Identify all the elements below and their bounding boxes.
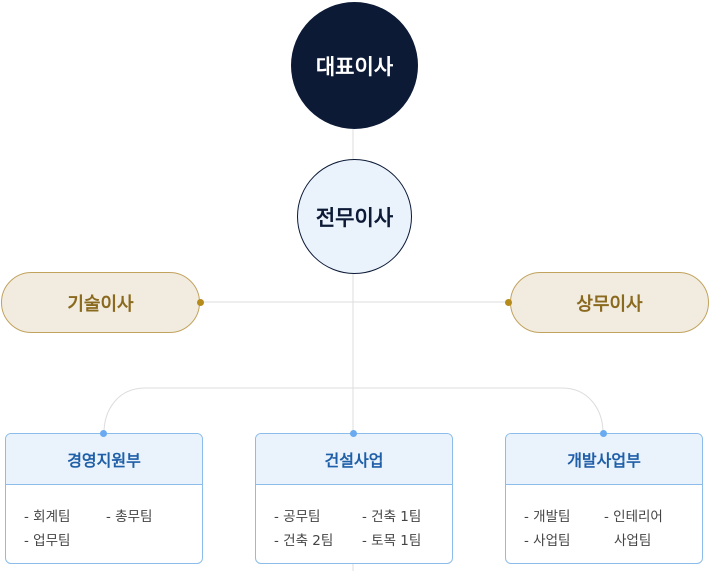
team-item: - 건축 1팀 <box>362 509 422 525</box>
department-connector-dot <box>100 430 107 437</box>
department-title: 개발사업부 <box>506 434 702 485</box>
team-item: 사업팀 <box>614 533 652 549</box>
sales-director-node: 상무이사 <box>510 272 709 333</box>
team-list: - 회계팀 - 총무팀 - 업무팀 <box>6 485 202 563</box>
team-item: - 인테리어 <box>604 509 663 525</box>
team-list: - 공무팀 - 건축 1팀 - 건축 2팀 - 토목 1팀 <box>256 485 452 563</box>
department-branch-line <box>103 387 604 434</box>
technical-director-node: 기술이사 <box>1 272 200 333</box>
technical-director-connector-dot <box>197 299 204 306</box>
team-item: - 공무팀 <box>274 509 321 525</box>
team-item: - 건축 2팀 <box>274 533 334 549</box>
team-list: - 개발팀 - 인테리어 - 사업팀 사업팀 <box>506 485 702 563</box>
department-connector-dot <box>600 430 607 437</box>
team-item: - 토목 1팀 <box>362 533 422 549</box>
department-card-development: 개발사업부 - 개발팀 - 인테리어 - 사업팀 사업팀 <box>505 433 703 564</box>
team-item: - 업무팀 <box>24 533 71 549</box>
team-item: - 총무팀 <box>106 509 153 525</box>
department-title: 경영지원부 <box>6 434 202 485</box>
sales-director-connector-dot <box>505 299 512 306</box>
team-item: - 회계팀 <box>24 509 71 525</box>
ceo-node: 대표이사 <box>291 2 418 129</box>
vice-president-node: 전무이사 <box>297 159 412 274</box>
department-card-construction: 건설사업 - 공무팀 - 건축 1팀 - 건축 2팀 - 토목 1팀 <box>255 433 453 564</box>
department-title: 건설사업 <box>256 434 452 485</box>
team-item: - 개발팀 <box>524 509 571 525</box>
department-card-management-support: 경영지원부 - 회계팀 - 총무팀 - 업무팀 <box>5 433 203 564</box>
team-item: - 사업팀 <box>524 533 571 549</box>
department-connector-dot <box>350 430 357 437</box>
